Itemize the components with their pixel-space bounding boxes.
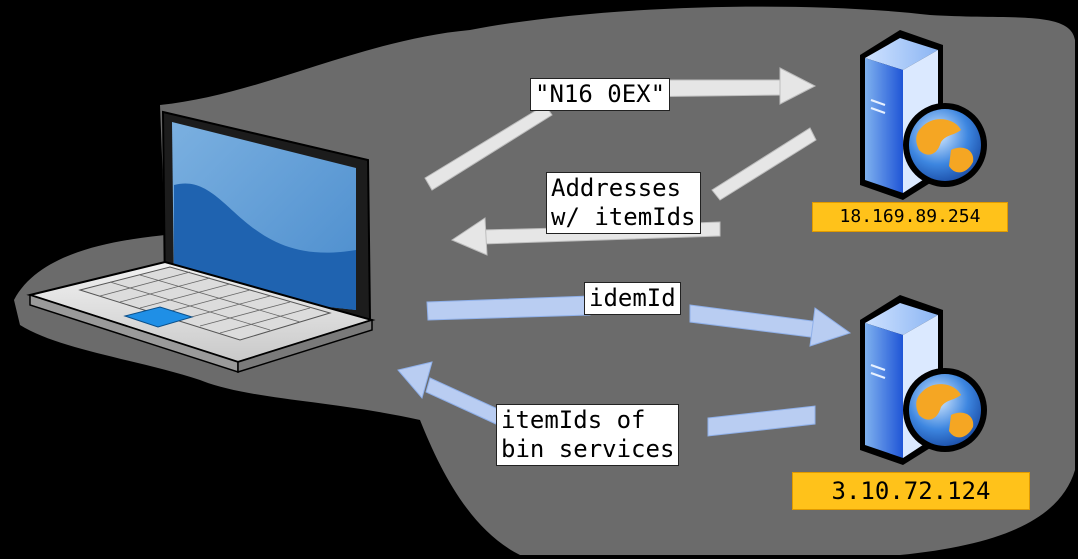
- server-ip-badge: 18.169.89.254: [812, 202, 1008, 232]
- message-label-postcode: "N16 0EX": [530, 78, 671, 111]
- arrow-response-bin-services: [397, 361, 816, 437]
- laptop-icon: [26, 110, 376, 374]
- message-label-bin-services: itemIds of bin services: [496, 404, 680, 466]
- server-ip-badge: 3.10.72.124: [792, 472, 1030, 510]
- message-label-itemid: idemId: [584, 282, 681, 315]
- message-label-addresses: Addresses w/ itemIds: [546, 172, 701, 234]
- web-server-icon: [860, 295, 987, 465]
- arrow-request-itemid: [426, 295, 852, 347]
- web-server-icon: [860, 30, 987, 200]
